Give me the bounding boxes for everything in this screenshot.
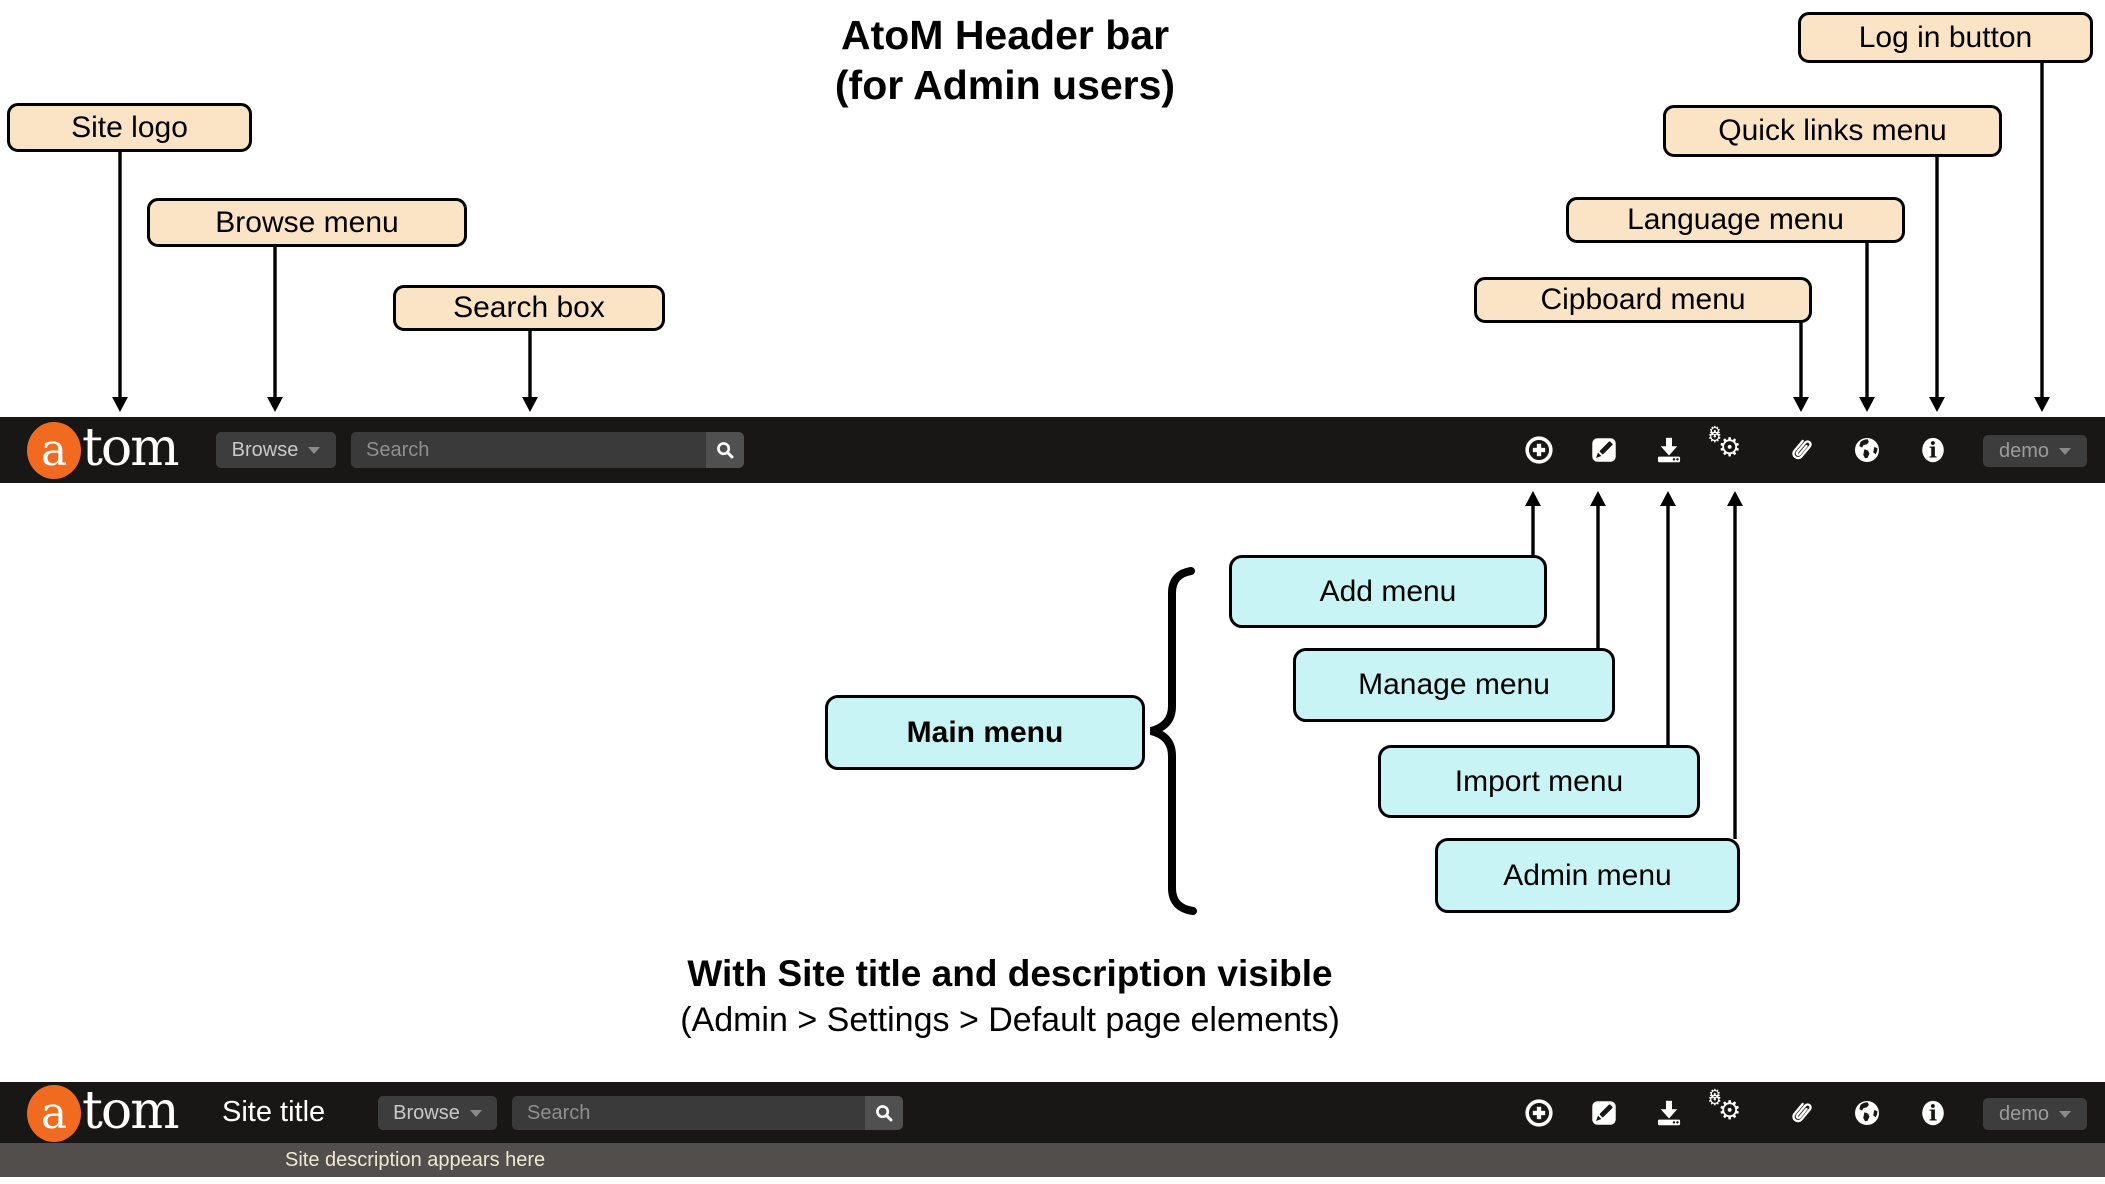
info-circle-icon[interactable]: i <box>1918 435 1948 465</box>
paperclip-icon[interactable] <box>1786 435 1816 465</box>
gears-icon[interactable]: ⚙⚙⚙ <box>1707 424 1742 463</box>
user-menu-button[interactable]: demo <box>1983 1098 2087 1130</box>
globe-icon[interactable] <box>1852 1098 1882 1128</box>
svg-text:i: i <box>1929 439 1937 464</box>
callout-admin-menu: Admin menu <box>1435 838 1740 913</box>
site-description-bar: Site description appears here <box>0 1143 2105 1177</box>
site-title-link[interactable]: Site title <box>222 1096 326 1128</box>
site-description-text: Site description appears here <box>285 1149 546 1171</box>
browse-menu-button[interactable]: Browse <box>378 1096 497 1130</box>
callout-log-in-button: Log in button <box>1798 12 2093 63</box>
site-logo[interactable]: a tom <box>27 418 180 479</box>
subtitle-line1: With Site title and description visible <box>687 953 1333 994</box>
paperclip-icon[interactable] <box>1786 1098 1816 1128</box>
callout-site-logo: Site logo <box>7 103 252 152</box>
magnifier-icon <box>876 1105 893 1122</box>
logo-a-badge: a <box>27 1084 81 1142</box>
chevron-down-icon <box>2059 1110 2072 1118</box>
browse-menu-button[interactable]: Browse <box>216 432 336 468</box>
globe-icon[interactable] <box>1852 435 1882 465</box>
search-input[interactable] <box>351 432 744 468</box>
svg-text:i: i <box>1929 1102 1937 1127</box>
magnifier-icon <box>717 442 734 459</box>
user-menu-label: demo <box>1998 439 2050 462</box>
plus-circle-icon[interactable] <box>1524 1098 1554 1128</box>
logo-text: tom <box>82 1081 180 1141</box>
diagram-subtitle: With Site title and description visible … <box>605 951 1415 1043</box>
callout-import-menu: Import menu <box>1378 745 1700 818</box>
callout-language-menu: Language menu <box>1566 197 1905 243</box>
callout-add-menu: Add menu <box>1229 555 1547 628</box>
download-tray-icon[interactable] <box>1654 435 1684 465</box>
callout-manage-menu: Manage menu <box>1293 648 1615 722</box>
title-line1: AtoM Header bar <box>840 12 1170 58</box>
header-bar-with-site-title: a tom Site title Browse <box>0 1082 2105 1143</box>
browse-label: Browse <box>393 1101 460 1124</box>
main-menu-brace <box>1149 567 1197 915</box>
browse-label: Browse <box>231 438 299 461</box>
user-menu-button[interactable]: demo <box>1983 435 2087 467</box>
subtitle-line2: (Admin > Settings > Default page element… <box>680 1001 1340 1039</box>
callout-browse-menu: Browse menu <box>147 198 467 247</box>
logo-a-badge: a <box>27 421 81 479</box>
chevron-down-icon <box>308 446 321 454</box>
diagram-title: AtoM Header bar (for Admin users) <box>600 10 1410 110</box>
site-logo[interactable]: a tom <box>27 1081 180 1142</box>
download-tray-icon[interactable] <box>1654 1098 1684 1128</box>
search-submit-button[interactable] <box>865 1096 903 1130</box>
gears-icon[interactable]: ⚙⚙⚙ <box>1707 1087 1742 1126</box>
pencil-square-icon[interactable] <box>1589 435 1619 465</box>
logo-text: tom <box>82 418 180 478</box>
title-line2: (for Admin users) <box>834 62 1176 108</box>
user-menu-label: demo <box>1998 1102 2050 1125</box>
search-box <box>351 432 744 468</box>
info-circle-icon[interactable]: i <box>1918 1098 1948 1128</box>
header-bar-admin: a tom Browse <box>0 417 2105 483</box>
callout-clipboard-menu: Cipboard menu <box>1474 277 1812 323</box>
search-input[interactable] <box>512 1096 903 1130</box>
chevron-down-icon <box>469 1109 482 1117</box>
pencil-square-icon[interactable] <box>1589 1098 1619 1128</box>
callout-quick-links-menu: Quick links menu <box>1663 105 2002 157</box>
chevron-down-icon <box>2059 447 2072 455</box>
callout-search-box: Search box <box>393 285 665 331</box>
search-submit-button[interactable] <box>706 432 744 468</box>
search-box <box>512 1096 903 1130</box>
plus-circle-icon[interactable] <box>1524 435 1554 465</box>
callout-main-menu: Main menu <box>825 695 1145 770</box>
